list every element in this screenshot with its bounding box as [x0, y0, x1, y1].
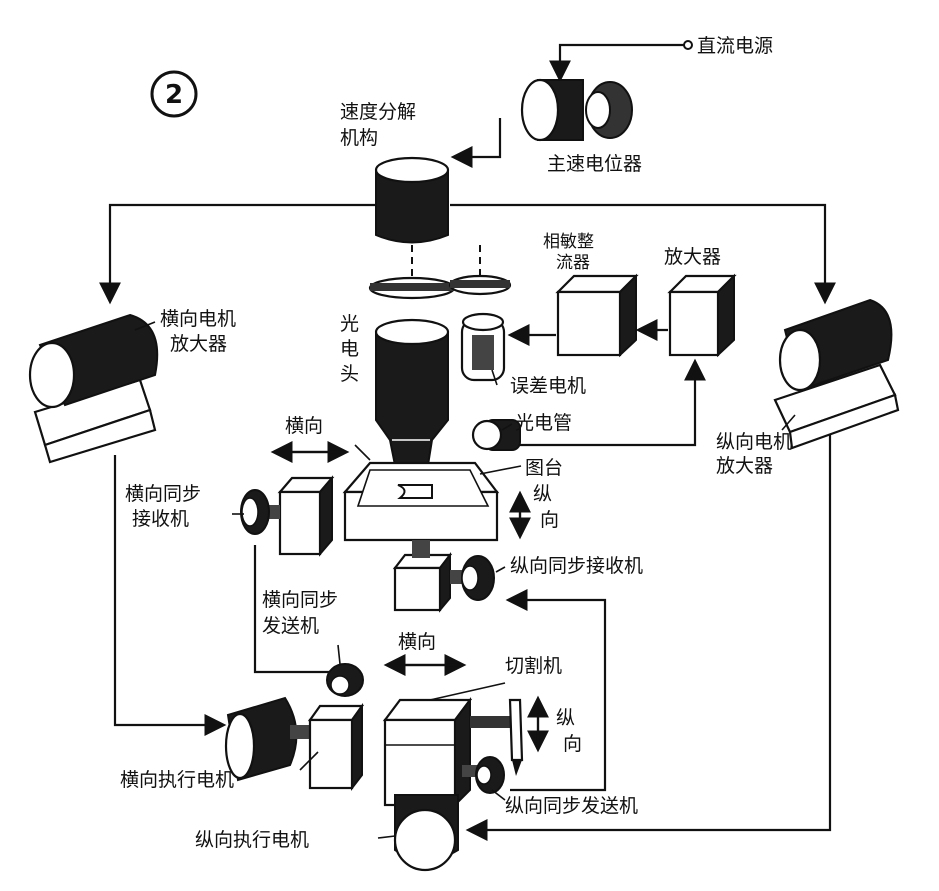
- drawing-table: [342, 461, 500, 542]
- vertical-sync-receiver: [392, 540, 495, 613]
- label-error-motor: 误差电机: [510, 375, 586, 397]
- transmission-discs: [368, 274, 512, 300]
- speed-decomposition-unit: [374, 156, 450, 244]
- label-dc-power: 直流电源: [697, 35, 773, 57]
- vertical-execution-motor: [393, 794, 459, 872]
- label-vert-motor-amp-1: 纵向电机: [716, 431, 792, 453]
- label-vertical-top-2: 向: [540, 509, 559, 531]
- error-motor: [460, 312, 506, 382]
- label-horiz-sync-receiver-2: 接收机: [132, 508, 189, 530]
- label-phototube: 光电管: [515, 412, 572, 434]
- label-horiz-exec-motor: 横向执行电机: [120, 769, 234, 791]
- vertical-sync-transmitter: [462, 756, 505, 794]
- label-horiz-motor-amp-2: 放大器: [170, 333, 227, 355]
- label-speed-decomp-2: 机构: [340, 127, 378, 149]
- label-horizontal-top: 横向: [285, 415, 323, 437]
- cutting-machine: [382, 697, 524, 808]
- svg-text:2: 2: [165, 80, 183, 110]
- figure-number: 2: [150, 70, 198, 118]
- amplifier-box: [667, 273, 737, 358]
- label-phase-rectifier-2: 流器: [556, 253, 590, 273]
- label-vertical-bottom-2: 向: [563, 733, 582, 755]
- horizontal-motor-amplifier: [28, 313, 159, 464]
- vertical-motor-amplifier: [773, 298, 900, 450]
- label-photo-head-1: 光: [340, 313, 359, 335]
- horizontal-sync-transmitter: [326, 663, 364, 697]
- label-speed-decomp-1: 速度分解: [340, 101, 416, 123]
- phase-rectifier-box: [555, 273, 639, 358]
- label-main-speed-pot: 主速电位器: [547, 153, 642, 175]
- label-horiz-sync-transmitter-1: 横向同步: [262, 589, 338, 611]
- label-vert-motor-amp-2: 放大器: [716, 455, 773, 477]
- label-horiz-motor-amp-1: 横向电机: [160, 308, 236, 330]
- photoelectric-head: [374, 318, 450, 466]
- direction-arrows: [270, 441, 549, 753]
- label-phase-rectifier-1: 相敏整: [543, 232, 594, 252]
- label-horizontal-bottom: 横向: [398, 631, 436, 653]
- label-vertical-top-1: 纵: [533, 483, 552, 505]
- label-vert-sync-receiver: 纵向同步接收机: [510, 555, 643, 577]
- label-photo-head-3: 头: [340, 363, 359, 385]
- phototube: [471, 419, 521, 451]
- label-drawing-table: 图台: [525, 457, 563, 479]
- label-amplifier: 放大器: [664, 246, 721, 268]
- leader-lines: [134, 321, 796, 839]
- label-cutting-machine: 切割机: [505, 655, 562, 677]
- label-vert-exec-motor: 纵向执行电机: [195, 829, 309, 851]
- connection-lines: [99, 40, 836, 841]
- label-vert-sync-transmitter: 纵向同步发送机: [505, 795, 638, 817]
- horizontal-execution-motor: [224, 696, 365, 791]
- label-horiz-sync-transmitter-2: 发送机: [262, 615, 319, 637]
- horizontal-sync-receiver: [240, 475, 335, 557]
- labels: 直流电源 主速电位器 速度分解 机构 相敏整 流器 放大器 横向电机 放大器 光…: [120, 35, 792, 851]
- main-speed-potentiometer: [520, 78, 633, 142]
- label-vertical-bottom-1: 纵: [556, 707, 575, 729]
- label-photo-head-2: 电: [340, 338, 359, 360]
- label-horiz-sync-receiver-1: 横向同步: [125, 483, 201, 505]
